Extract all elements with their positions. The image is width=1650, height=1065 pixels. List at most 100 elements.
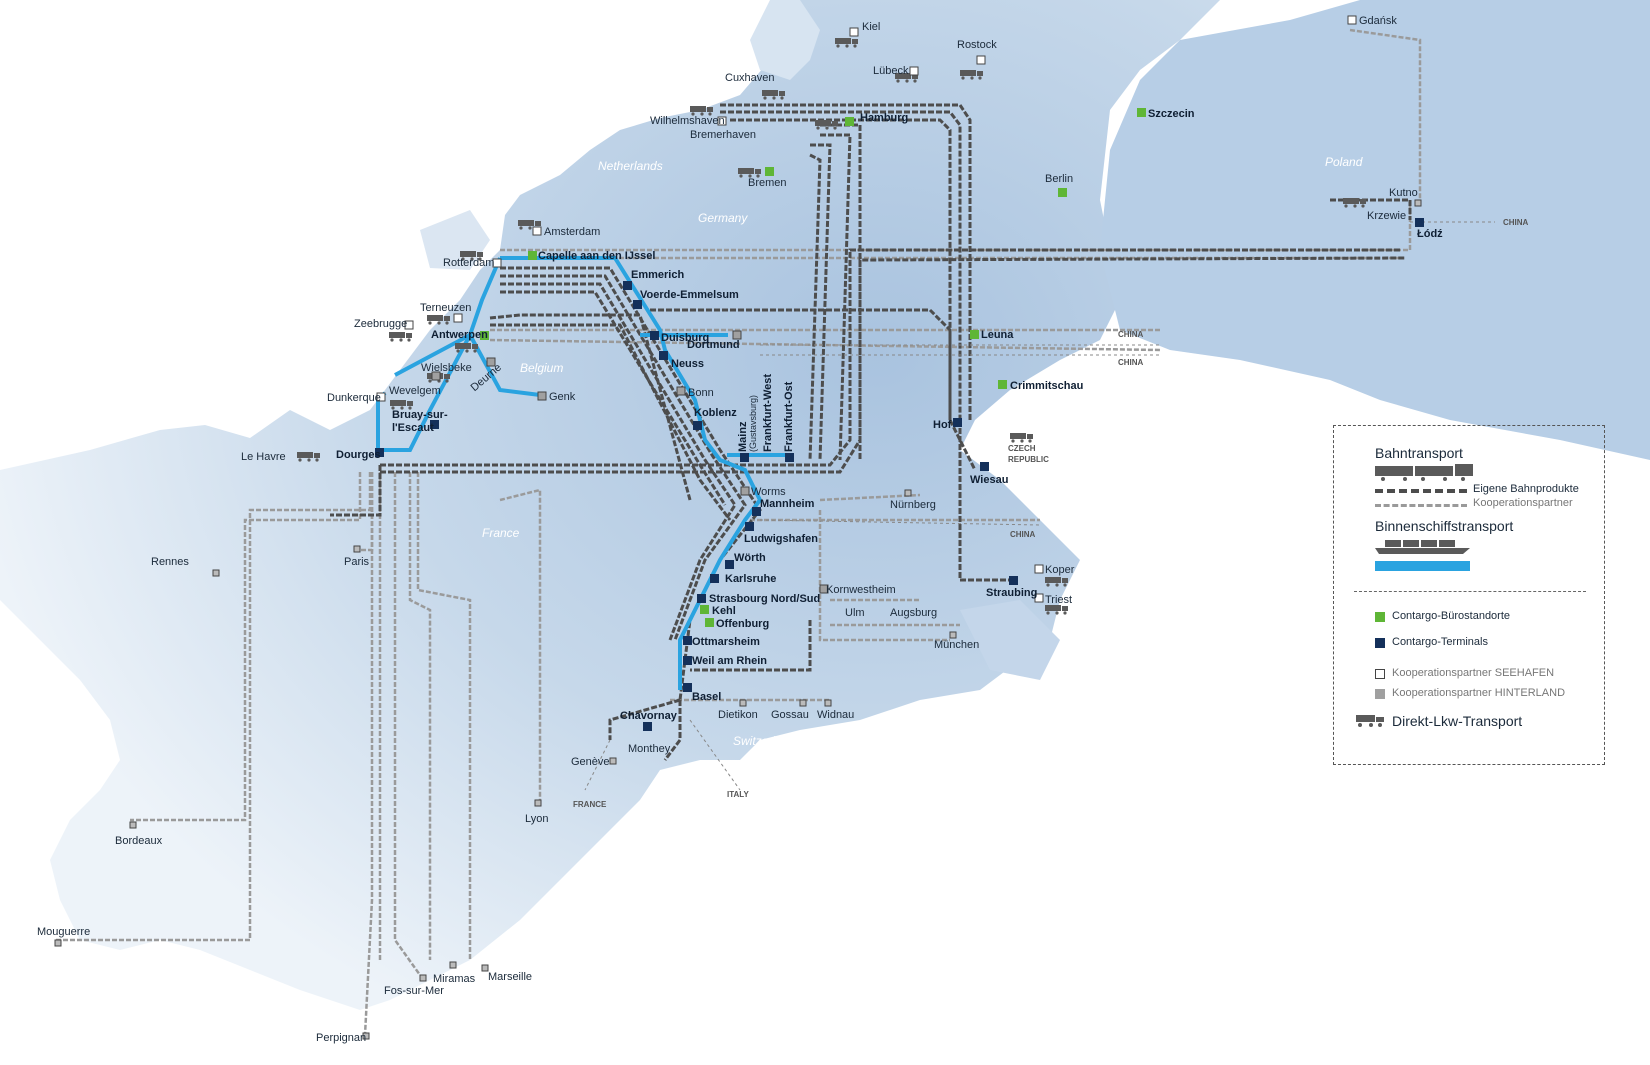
legend-terminal-square — [1375, 638, 1385, 648]
marker-muenchen — [949, 631, 957, 639]
label-dortmund: Dortmund — [687, 339, 740, 351]
dir-czech-2: REPUBLIC — [1008, 455, 1049, 464]
marker-frankfurt-ost — [785, 453, 794, 462]
label-bruay-2: l'Escaut — [392, 422, 434, 434]
legend-office-square — [1375, 612, 1385, 622]
marker-koper — [1034, 564, 1044, 574]
marker-marseille — [481, 964, 489, 972]
label-marseille: Marseille — [488, 971, 532, 983]
legend-ship-title: Binnenschiffstransport — [1375, 518, 1514, 534]
label-hof: Hof — [933, 419, 952, 431]
label-capelle: Capelle aan den IJssel — [538, 250, 655, 262]
label-crimmitschau: Crimmitschau — [1010, 380, 1083, 392]
label-antwerpen: Antwerpen — [431, 329, 488, 341]
marker-offenburg — [705, 618, 714, 627]
marker-nuernberg — [904, 489, 912, 497]
marker-wiesau — [980, 462, 989, 471]
label-paris: Paris — [344, 556, 370, 568]
truck-icon — [427, 315, 450, 325]
label-leuna: Leuna — [981, 329, 1014, 341]
marker-lyon — [534, 799, 542, 807]
country-germany: Germany — [698, 211, 748, 225]
label-strasbourg: Strasbourg Nord/Sud — [709, 593, 820, 605]
marker-emmerich — [623, 281, 632, 290]
label-dunkerque: Dunkerque — [327, 392, 381, 404]
label-weil: Weil am Rhein — [692, 655, 767, 667]
marker-chavornay — [643, 722, 652, 731]
label-gdansk: Gdańsk — [1359, 15, 1397, 27]
label-kiel: Kiel — [862, 21, 880, 33]
truck-icon — [1343, 198, 1366, 208]
label-rennes: Rennes — [151, 556, 189, 568]
legend-partner-hinterland: Kooperationspartner HINTERLAND — [1392, 687, 1566, 699]
legend-own-line — [1375, 489, 1467, 493]
marker-rotterdam — [492, 258, 502, 268]
legend-terminals: Contargo-Terminals — [1392, 636, 1488, 648]
city-labels: Kiel Rostock Gdańsk Lübeck Cuxhaven Wilh… — [37, 15, 1443, 1044]
marker-lodz — [1415, 218, 1424, 227]
legend-own-products: Eigene Bahnprodukte — [1473, 483, 1579, 495]
label-emmerich: Emmerich — [631, 269, 684, 281]
marker-dortmund — [732, 330, 742, 340]
marker-woerth — [725, 560, 734, 569]
label-perpignan: Perpignan — [316, 1032, 366, 1044]
marker-bordeaux — [129, 821, 137, 829]
truck-icon — [297, 452, 320, 462]
marker-rennes — [212, 569, 220, 577]
legend-port-square — [1375, 669, 1385, 679]
label-karlsruhe: Karlsruhe — [725, 573, 776, 585]
label-lodz: Łódź — [1417, 228, 1443, 240]
marker-kutno — [1414, 199, 1422, 207]
label-miramas: Miramas — [433, 973, 476, 985]
label-ludwigshafen: Ludwigshafen — [744, 533, 818, 545]
label-basel: Basel — [692, 691, 721, 703]
legend-coop-partners: Kooperationspartner — [1473, 497, 1573, 509]
label-krzewie: Krzewie — [1367, 210, 1406, 222]
label-triest: Triest — [1045, 594, 1072, 606]
label-monthey: Monthey — [628, 743, 671, 755]
direction-labels: CHINA CHINA CHINA CHINA ITALY FRANCE CZE… — [573, 218, 1529, 809]
truck-icon — [960, 70, 983, 80]
dir-italy: ITALY — [727, 790, 749, 799]
marker-leuna — [970, 330, 979, 339]
marker-mannheim — [752, 507, 761, 516]
marker-widnau — [824, 699, 832, 707]
location-markers — [54, 15, 1424, 1040]
label-chavornay: Chavornay — [620, 710, 678, 722]
label-lyon: Lyon — [525, 813, 548, 825]
label-nuernberg: Nürnberg — [890, 499, 936, 511]
marker-neuss — [659, 351, 668, 360]
marker-wielsbeke — [431, 371, 441, 381]
direction-arrows — [584, 221, 1495, 791]
dir-czech-1: CZECH — [1008, 444, 1036, 453]
truck-icon — [455, 343, 478, 353]
marker-fos — [419, 974, 427, 982]
truck-icon — [1010, 433, 1033, 443]
label-straubing: Straubing — [986, 587, 1037, 599]
label-wielsbeke: Wielsbeke — [421, 362, 472, 374]
label-ulm: Ulm — [845, 607, 865, 619]
legend-offices: Contargo-Bürostandorte — [1392, 610, 1511, 622]
label-mouguerre: Mouguerre — [37, 926, 90, 938]
marker-koblenz — [693, 421, 702, 430]
marker-antwerpen — [480, 331, 489, 340]
label-worms: Worms — [751, 486, 786, 498]
marker-strasbourg — [697, 594, 706, 603]
label-dourges: Dourges — [336, 449, 381, 461]
marker-luebeck — [909, 66, 919, 76]
marker-szczecin — [1137, 108, 1146, 117]
country-france: France — [482, 526, 520, 540]
legend-rail-title: Bahntransport — [1375, 445, 1463, 461]
country-poland: Poland — [1325, 155, 1363, 169]
marker-crimmitschau — [998, 380, 1007, 389]
land-areas — [0, 0, 1650, 1010]
label-mainz: Mainz — [737, 421, 749, 452]
marker-zeebrugge — [404, 320, 414, 330]
label-fos: Fos-sur-Mer — [384, 985, 444, 997]
label-bonn: Bonn — [688, 387, 714, 399]
marker-amsterdam — [532, 226, 542, 236]
label-koper: Koper — [1045, 564, 1075, 576]
label-bruay-1: Bruay-sur- — [392, 409, 448, 421]
label-woerth: Wörth — [734, 552, 766, 564]
